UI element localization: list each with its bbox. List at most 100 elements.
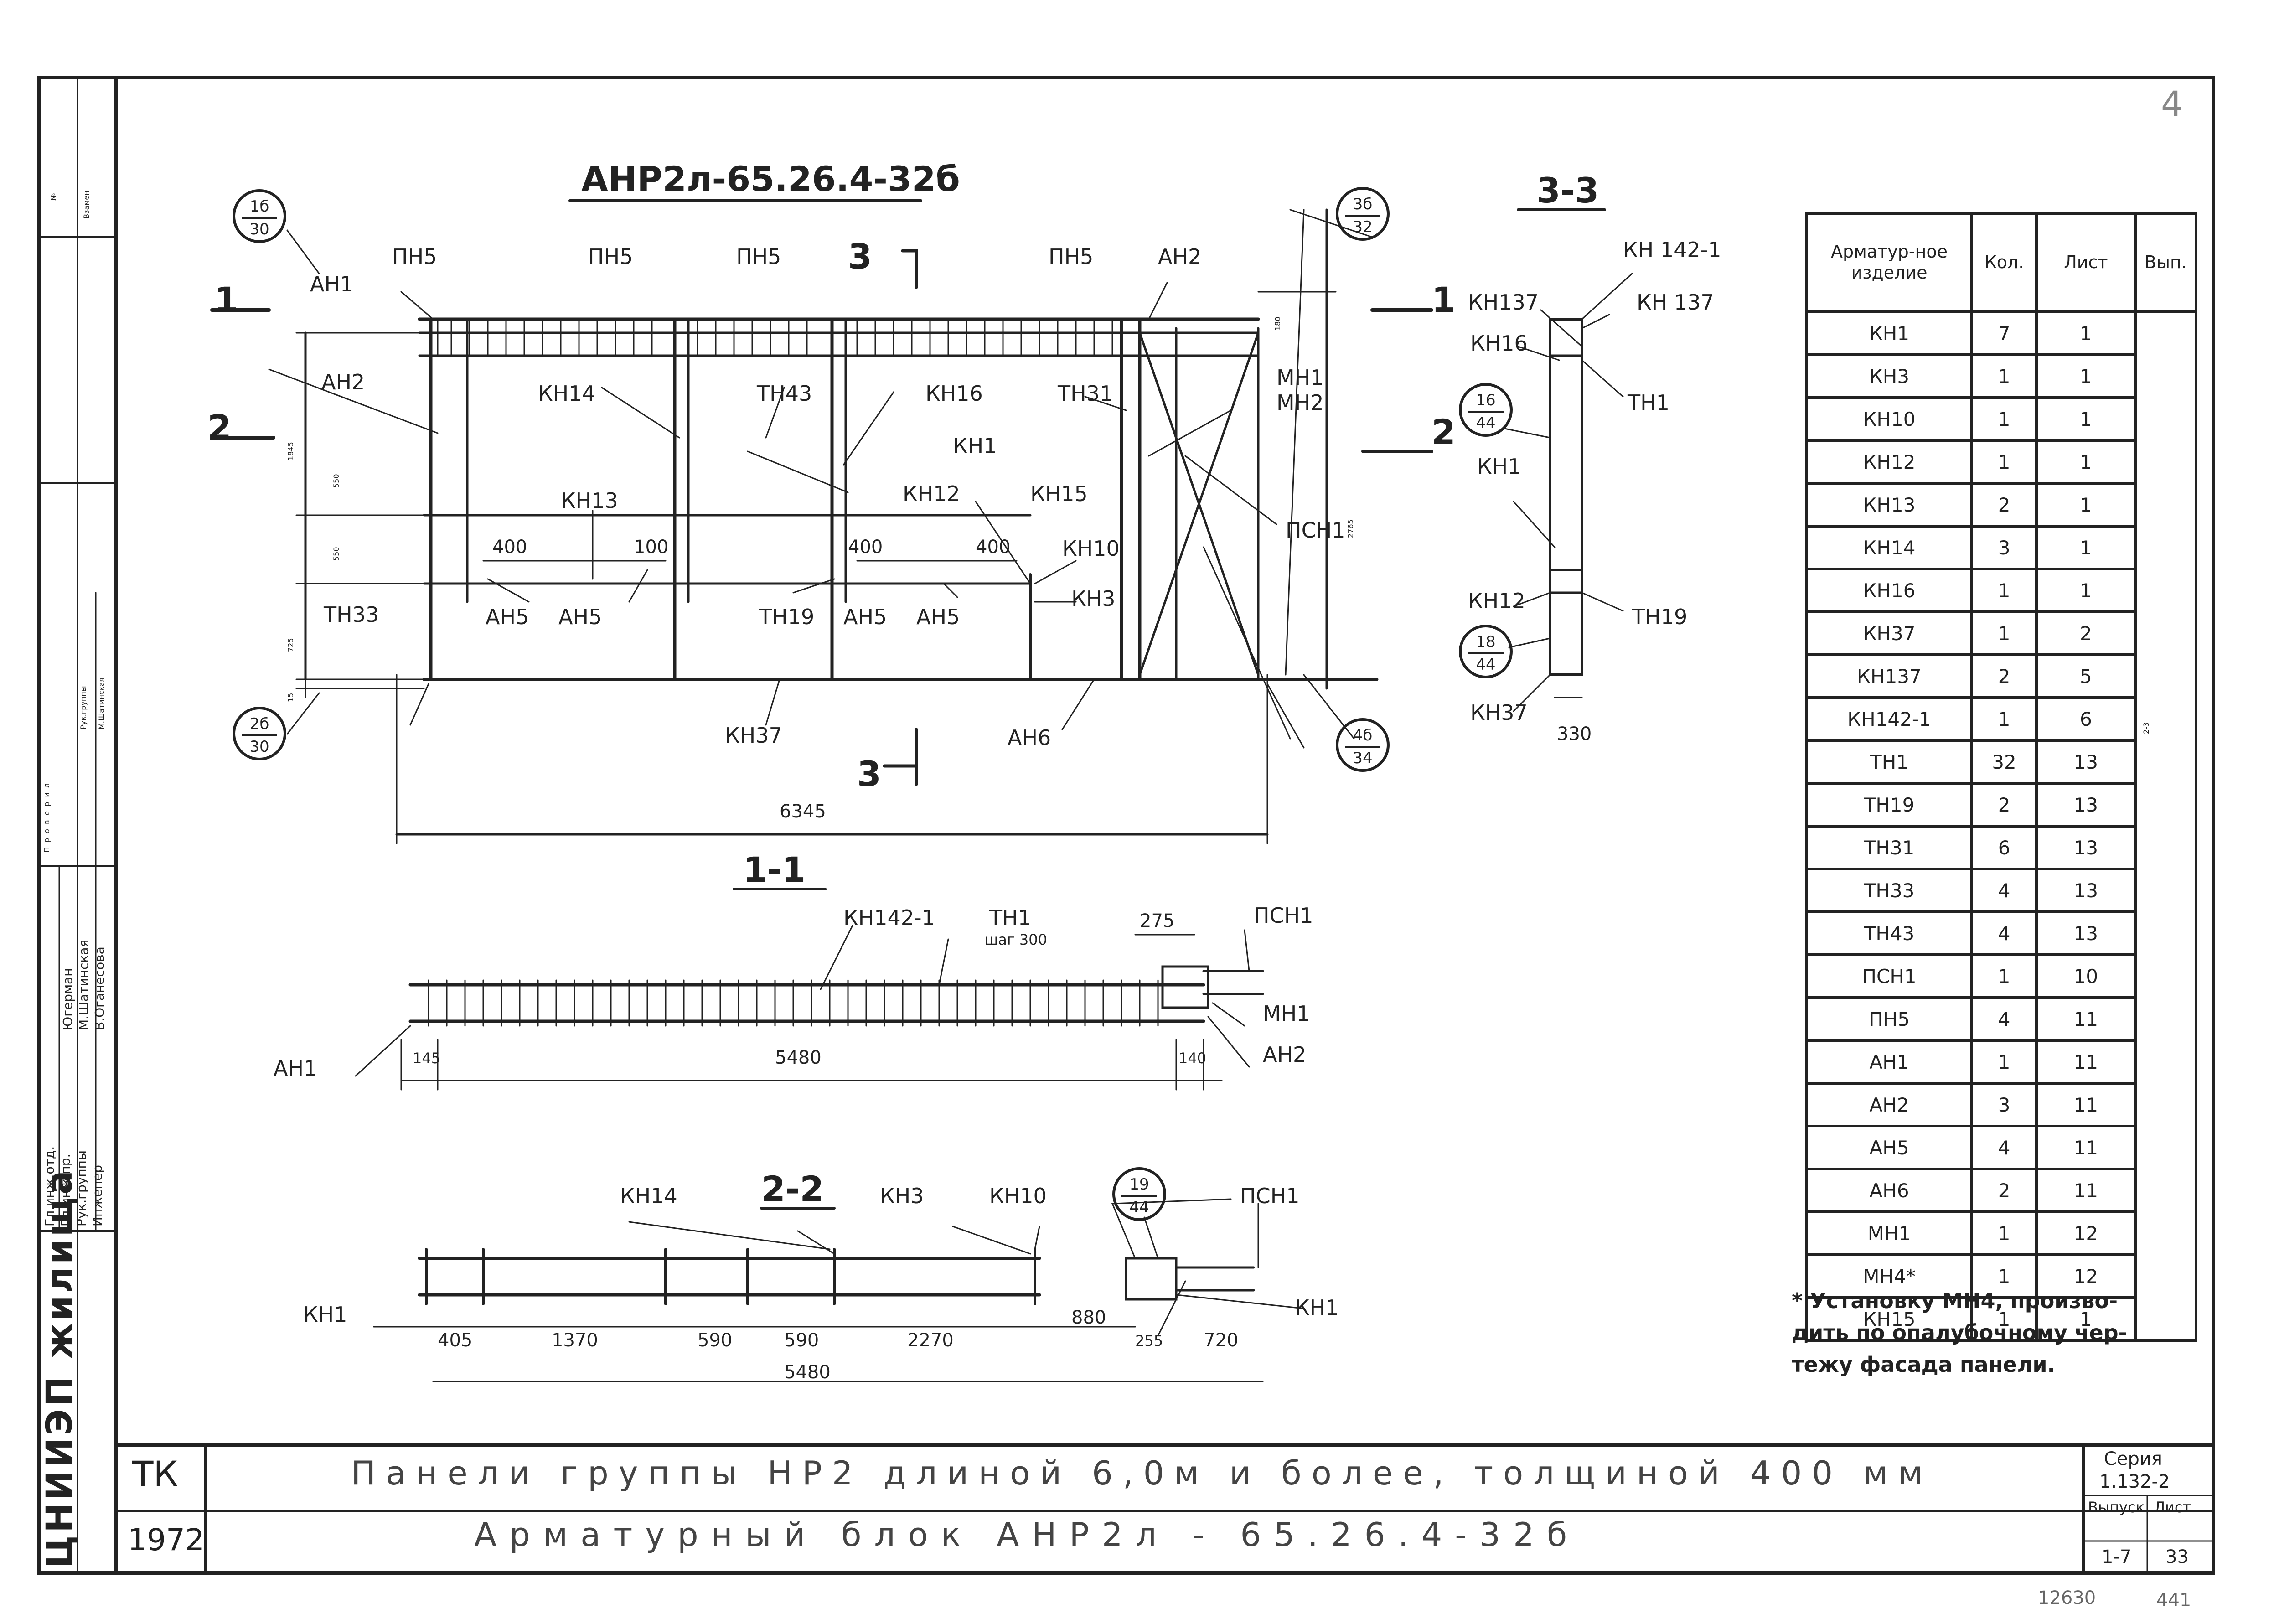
spec-cell-qty: 1 <box>1970 353 2038 399</box>
sec22-dim-5480: 5480 <box>784 1362 831 1383</box>
label-mn1: МН1 <box>1276 365 1324 390</box>
sidebar-name: Югерман <box>60 968 75 1030</box>
sec22-dim-405: 405 <box>438 1330 473 1351</box>
tb-issue-label: Выпуск <box>2088 1499 2145 1516</box>
spec-cell-name: КН1 <box>1805 310 1974 356</box>
label-an5d: АН5 <box>916 605 960 629</box>
spec-cell-qty: 4 <box>1970 1125 2038 1170</box>
spec-cell-qty: 4 <box>1970 868 2038 913</box>
label-kn37: КН37 <box>725 723 782 748</box>
spec-cell-sheet: 11 <box>2035 1039 2137 1085</box>
spec-cell-qty: 1 <box>1970 396 2038 442</box>
label-an5c: АН5 <box>843 605 887 629</box>
sec22-dim-880: 880 <box>1071 1307 1106 1328</box>
spec-cell-qty: 6 <box>1970 825 2038 870</box>
sec22-kn10: КН10 <box>989 1184 1047 1208</box>
spec-cell-sheet: 10 <box>2035 953 2137 999</box>
tb-corner-number: 4 <box>2161 83 2183 124</box>
spec-cell-qty: 1 <box>1970 1039 2038 1085</box>
spec-cell-sheet: 13 <box>2035 910 2137 956</box>
spec-cell-name: АН2 <box>1805 1082 1974 1127</box>
spec-cell-sheet: 13 <box>2035 868 2137 913</box>
callout-tl-num: 1б <box>249 197 269 216</box>
spec-cell-qty: 2 <box>1970 653 2038 699</box>
sec11-dim-275: 275 <box>1140 910 1175 931</box>
label-tn33: ТН33 <box>324 602 379 627</box>
callout-sec33-2-sheet: 44 <box>1476 656 1496 674</box>
tb-line-1: Панели группы НР2 длиной 6,0м и более, т… <box>351 1454 1933 1492</box>
spec-cell-qty: 3 <box>1970 525 2038 570</box>
spec-cell-name: МН4* <box>1805 1253 1974 1299</box>
callout-sec22-sheet: 44 <box>1129 1198 1149 1216</box>
callout-bl-num: 2б <box>249 715 269 733</box>
sec11-an1: АН1 <box>274 1056 317 1081</box>
spec-cell-sheet: 11 <box>2035 1082 2137 1127</box>
sidebar-zamen: Взамен <box>82 191 91 219</box>
spec-cell-qty: 2 <box>1970 1168 2038 1213</box>
spec-cell-qty: 3 <box>1970 1082 2038 1127</box>
main-title: АНР2л-65.26.4-32б <box>581 159 960 199</box>
dim-6345: 6345 <box>780 801 826 822</box>
spec-cell-sheet: 13 <box>2035 782 2137 828</box>
dim-15: 15 <box>286 693 295 702</box>
sec11-tn1: ТН1 <box>989 905 1031 930</box>
callout-sec33-2: 18 44 <box>1459 625 1513 678</box>
dim-550b: 550 <box>332 547 341 561</box>
callout-sec33-1-num: 16 <box>1476 391 1496 409</box>
spec-cell-name: ПН5 <box>1805 996 1974 1042</box>
sidebar-role: Гл.инж.отд. <box>42 1146 57 1226</box>
spec-cell-name: МН1 <box>1805 1210 1974 1256</box>
spec-cell-sheet: 12 <box>2035 1210 2137 1256</box>
spec-cell-name: ТН31 <box>1805 825 1974 870</box>
spec-cell-sheet: 1 <box>2035 1296 2137 1342</box>
spec-cell-sheet: 1 <box>2035 482 2137 528</box>
spec-cell-sheet: 6 <box>2035 696 2137 742</box>
spec-cell-sheet: 12 <box>2035 1253 2137 1299</box>
label-kn12: КН12 <box>903 481 960 506</box>
label-kn10: КН10 <box>1062 536 1120 561</box>
spec-header-sheet: Лист <box>2035 212 2137 313</box>
spec-cell-name: ТН43 <box>1805 910 1974 956</box>
dim-180: 180 <box>1273 316 1282 331</box>
spec-issue-value: 2-3 <box>2142 722 2150 734</box>
spec-cell-name: ПСН1 <box>1805 953 1974 999</box>
tb-series-value: 1.132-2 <box>2099 1471 2170 1492</box>
section-1-1 <box>355 888 1264 1091</box>
spec-cell-name: КН137 <box>1805 653 1974 699</box>
label-kn13: КН13 <box>561 488 618 513</box>
cut-2-right: 2 <box>1431 412 1456 452</box>
label-tn19: ТН19 <box>759 605 815 629</box>
spec-cell-qty: 2 <box>1970 782 2038 828</box>
sec22-dim-720: 720 <box>1204 1330 1239 1351</box>
callout-sec33-1: 16 44 <box>1459 383 1513 437</box>
spec-cell-name: КН142-1 <box>1805 696 1974 742</box>
sidebar-role-top: Рук.группы <box>79 686 88 729</box>
sec33-kn16: КН16 <box>1470 331 1528 356</box>
sidebar-role: Гл.инж.пр. <box>58 1153 73 1226</box>
spec-cell-name: АН5 <box>1805 1125 1974 1170</box>
spec-cell-sheet: 1 <box>2035 396 2137 442</box>
tb-sheet-label: Лист <box>2154 1499 2191 1516</box>
spec-cell-name: КН16 <box>1805 568 1974 613</box>
sec11-step: шаг 300 <box>985 931 1047 948</box>
sec33-title: 3-3 <box>1536 170 1599 211</box>
dim-400c: 400 <box>976 537 1011 558</box>
label-kn15: КН15 <box>1030 481 1088 506</box>
spec-header-qty: Кол. <box>1970 212 2038 313</box>
tb-issue-value: 1-7 <box>2102 1546 2132 1567</box>
spec-cell-name: КН12 <box>1805 439 1974 485</box>
spec-header-row: Арматур-ное изделие Кол. Лист Вып. <box>1805 212 2198 313</box>
label-kn3: КН3 <box>1071 586 1116 611</box>
note-line-2: дить по опалубочному чер- <box>1792 1320 2127 1345</box>
